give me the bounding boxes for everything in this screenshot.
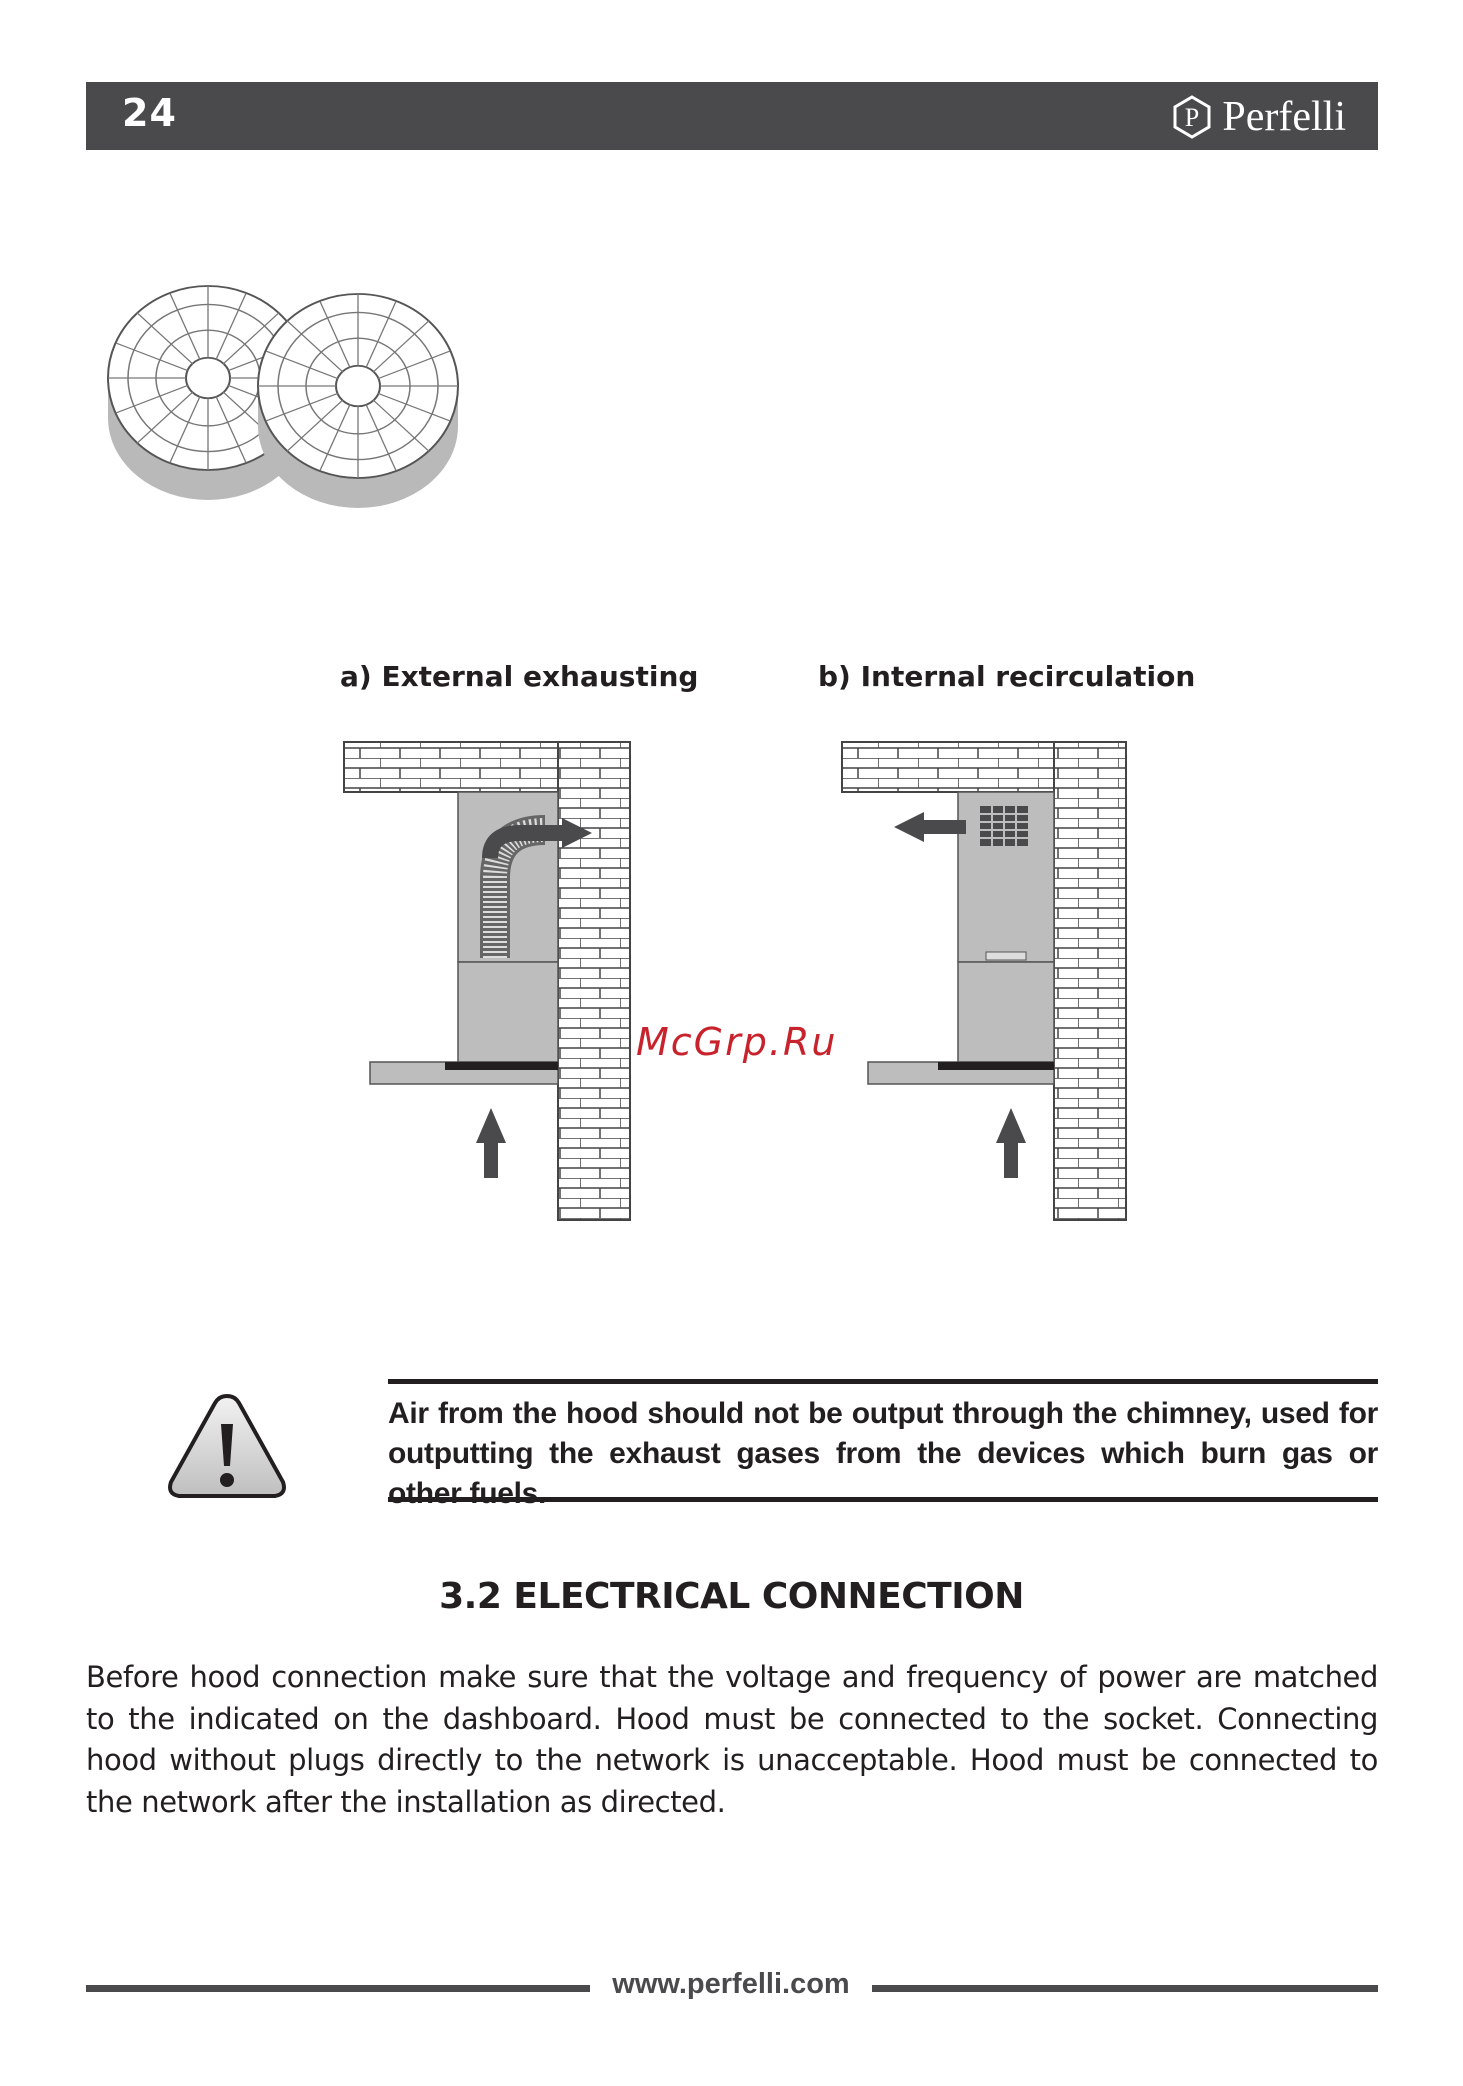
hood-body (457, 961, 559, 1063)
watermark: McGrp.Ru (636, 1020, 838, 1064)
intake-arrow (996, 1108, 1026, 1143)
section-body: Before hood connection make sure that th… (86, 1660, 1378, 1819)
caption-external-exhausting: a) External exhausting (340, 660, 699, 693)
section-heading: 3.2 ELECTRICAL CONNECTION (439, 1576, 1024, 1617)
diagram-internal-recirculation (841, 741, 1127, 1221)
hood-body (957, 961, 1055, 1063)
wall-bricks (557, 741, 631, 1221)
exhaust-arrow (562, 818, 592, 848)
brand-logo: P Perfelli (1170, 94, 1346, 140)
footer-rule-left (86, 1985, 590, 1992)
intake-arrow (476, 1108, 506, 1143)
warning-rule-top (388, 1379, 1378, 1384)
brand-mark-letter: P (1185, 103, 1199, 132)
warning-triangle-icon (168, 1393, 286, 1498)
wall-bricks (1053, 741, 1127, 1221)
carbon-filters-illustration (107, 285, 459, 508)
brand-mark-icon: P (1173, 95, 1211, 139)
diagram-external-exhausting (343, 741, 631, 1221)
header-bar: 24 P Perfelli (86, 82, 1378, 150)
brand-name: Perfelli (1222, 94, 1346, 140)
footer-url[interactable]: www.perfelli.com (612, 1968, 850, 2000)
warning-text: Air from the hood should not be output t… (388, 1397, 1378, 1510)
recirculation-arrow (894, 812, 924, 842)
footer-rule-right (872, 1985, 1378, 1992)
caption-internal-recirculation: b) Internal recirculation (818, 660, 1196, 693)
page-number: 24 (122, 91, 177, 135)
warning-rule-bottom (388, 1497, 1378, 1502)
